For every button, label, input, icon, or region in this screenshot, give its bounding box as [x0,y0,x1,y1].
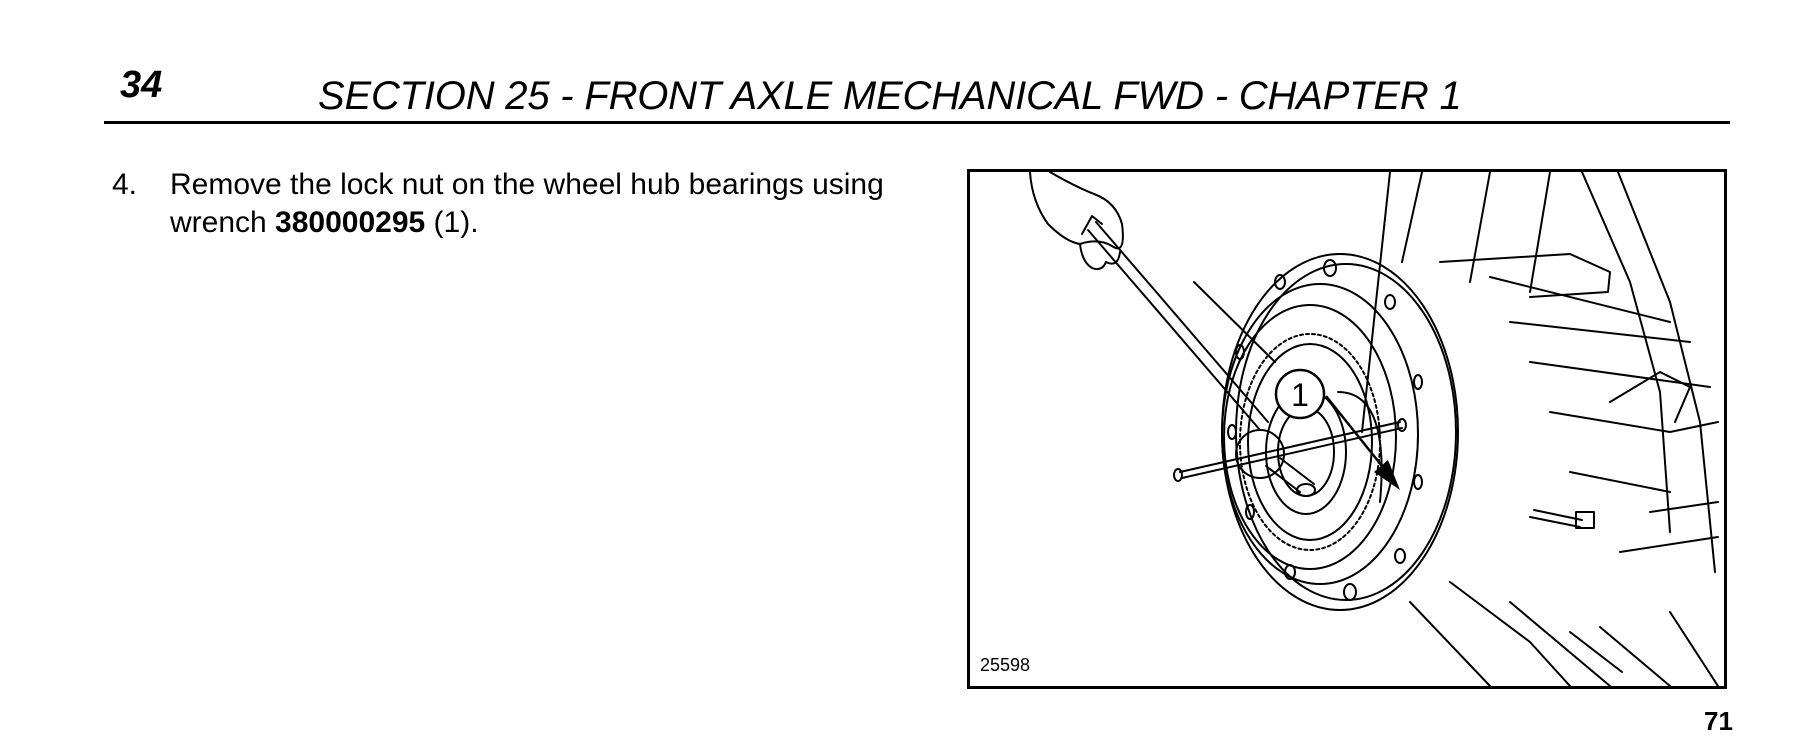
figure-index: 71 [1704,706,1733,736]
tool-code: 380000295 [275,206,426,239]
page-number: 34 [120,64,163,106]
step-text: Remove the lock nut on the wheel hub bea… [170,166,930,242]
wheel-hub-drawing: 1 [1029,172,1719,686]
header-rule [104,121,1730,124]
step-text-before: Remove the lock nut on the wheel hub bea… [170,168,884,239]
figure-number: 25598 [980,655,1031,675]
step-number: 4. [112,168,138,201]
figure-illustration: 1 25598 [967,169,1727,689]
step-text-after: (1). [425,206,479,239]
callout-label: 1 [1291,377,1309,413]
section-title: SECTION 25 - FRONT AXLE MECHANICAL FWD -… [318,74,1462,118]
